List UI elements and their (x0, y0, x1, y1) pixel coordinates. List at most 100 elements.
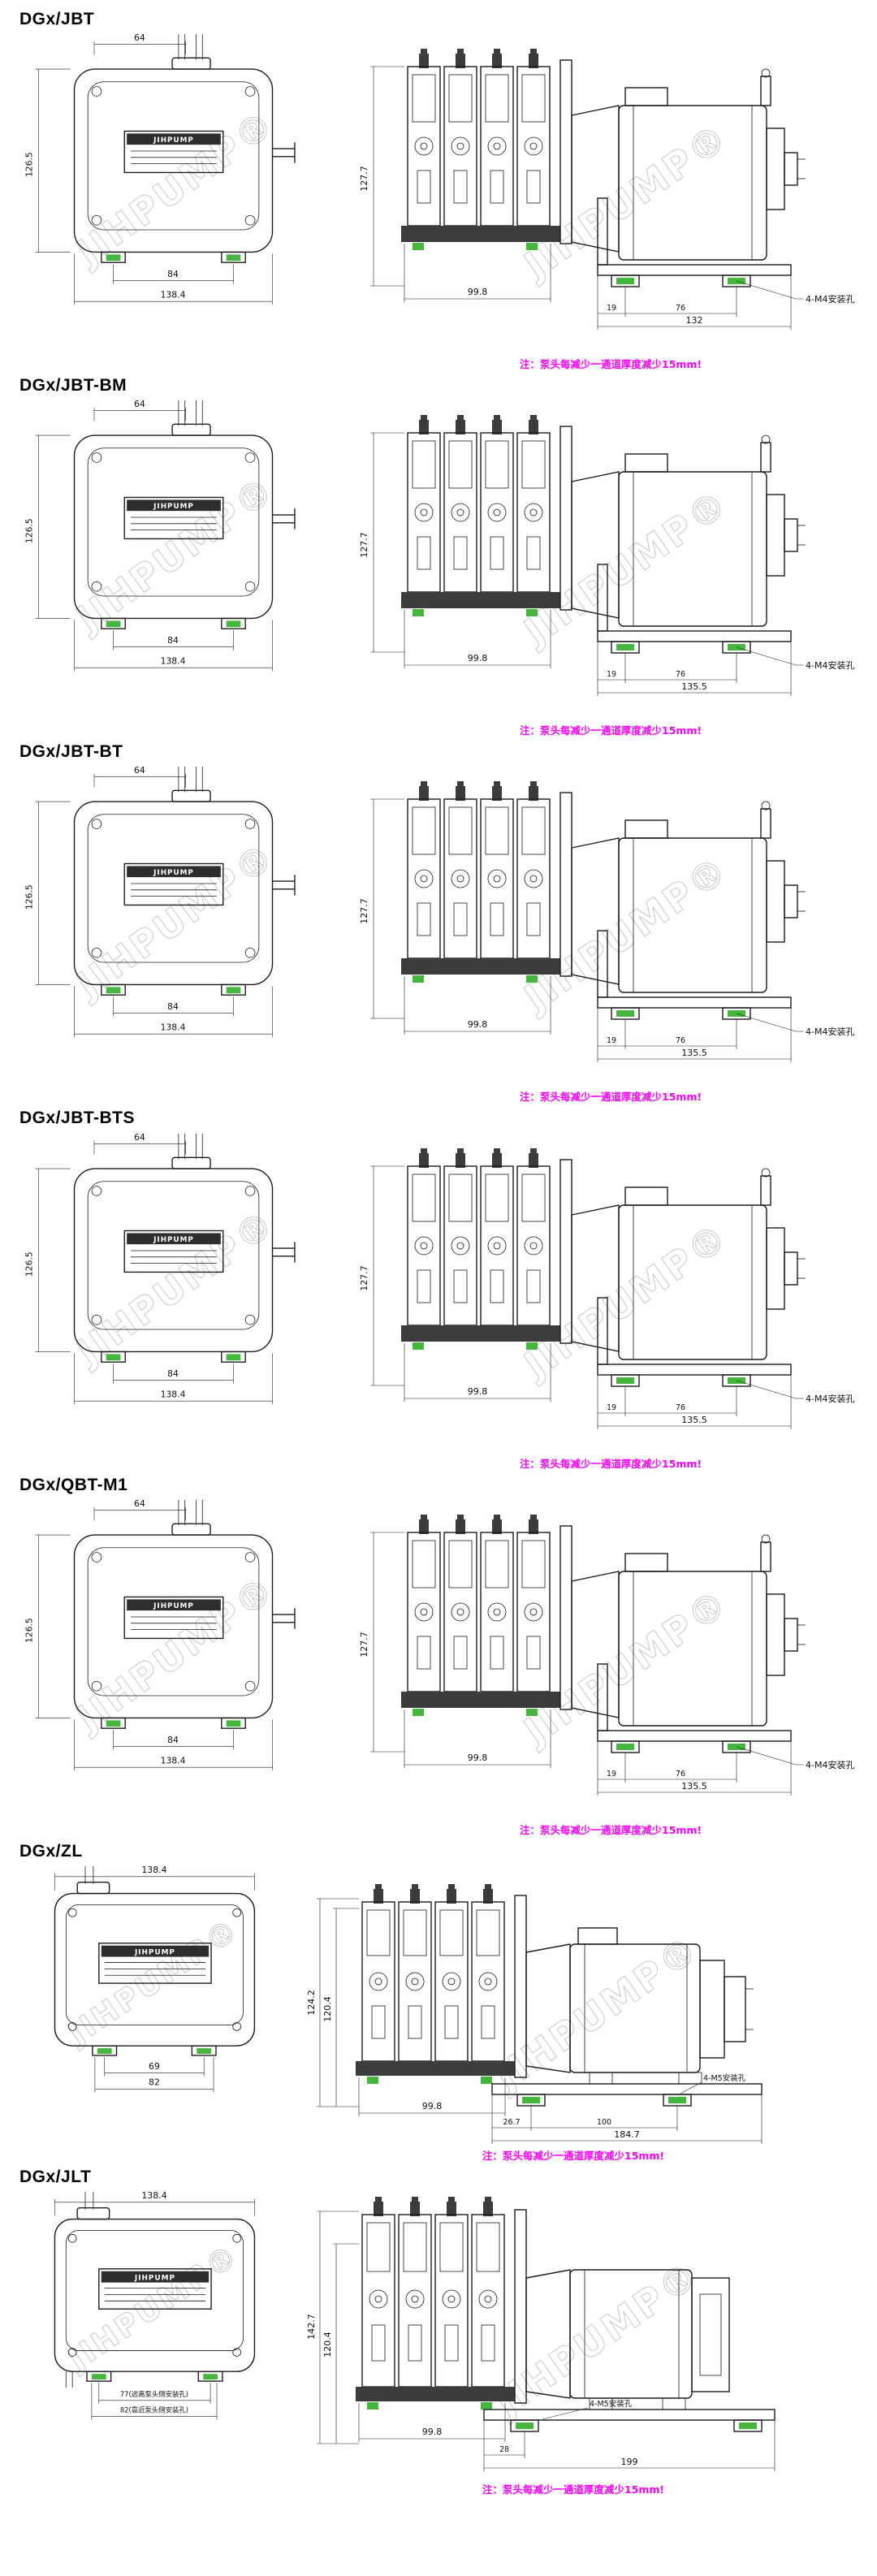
front-dimensions: 64 126.5 84 138.4 (24, 765, 273, 1038)
dim-head-width: 99.8 (422, 2101, 443, 2111)
channel-note: 注：泵头每减少一通道厚度减少15mm! (482, 2149, 665, 2162)
dim-left: 126.5 (24, 1251, 35, 1277)
motor-assembly (559, 792, 806, 994)
dim-overhang: 19 (607, 304, 616, 313)
dim-side-height-inner: 120.4 (322, 1996, 333, 2022)
channel-note: 注：泵头每减少一通道厚度减少15mm! (519, 1457, 702, 1470)
dim-side-height: 127.7 (359, 533, 369, 559)
base-plate (491, 2083, 763, 2107)
mounting-feet (101, 1351, 246, 1363)
dim-bottom-outer: 138.4 (161, 1022, 186, 1033)
label-plate: JIHPUMP (123, 1596, 224, 1639)
dim-left: 126.5 (24, 1618, 35, 1643)
channel-note: 注：泵头每减少一通道厚度减少15mm! (519, 1091, 702, 1104)
pump-head-cartridges (401, 781, 560, 983)
front-dimensions: 64 126.5 84 138.4 (24, 1498, 273, 1770)
pump-model-section: DGx/JBT JIHPUMP® JIHP (15, 10, 877, 371)
dim-head-width: 99.8 (468, 1753, 488, 1763)
dim-top: 64 (134, 32, 145, 43)
dim-feet-spacing: 76 (676, 1403, 685, 1412)
watermark-text: JIHPUMP® (67, 468, 283, 642)
pump-head-cartridges (401, 415, 560, 617)
motor-assembly (559, 1525, 806, 1727)
dim-head-width: 99.8 (468, 1386, 488, 1397)
motor-assembly (559, 426, 806, 627)
dim-base-total: 135.5 (681, 1415, 707, 1425)
dim-bottom-inner: 84 (167, 635, 179, 646)
mounting-feet (101, 251, 246, 264)
dim-head-width: 99.8 (468, 1019, 488, 1030)
section-title: DGx/JLT (19, 2167, 92, 2186)
front-dimensions: 64 126.5 84 138.4 (24, 1131, 273, 1404)
tubing-lines (84, 1865, 94, 1884)
side-view-drawing: JIHPUMP® 127.7 (359, 415, 854, 697)
dim-head-width: 99.8 (468, 653, 488, 663)
front-view-drawing: JIHPUMP® JIHPUMP (24, 1131, 296, 1404)
dim-left: 126.5 (24, 152, 35, 177)
pump-head-cartridges (401, 1148, 560, 1350)
pump-housing (73, 423, 296, 620)
tubing-lines (178, 400, 203, 426)
dim-base-total: 199 (621, 2457, 638, 2467)
dim-bottom-outer: 82 (149, 2077, 160, 2087)
front-dimensions: 138.4 69 82 (54, 1865, 255, 2093)
dim-overhang: 28 (499, 2445, 509, 2454)
dim-top: 64 (134, 399, 145, 409)
tubing-lines (65, 2191, 94, 2388)
mounting-feet (86, 2371, 223, 2382)
front-view-drawing: JIHPUMP® JIHPUMP (24, 765, 296, 1038)
dim-top: 138.4 (141, 1865, 166, 1875)
pump-head-cartridges (401, 49, 560, 251)
motor-assembly (514, 1895, 754, 2085)
dim-feet-spacing: 76 (676, 1036, 685, 1045)
side-dim-left: 127.7 (359, 66, 404, 287)
section-title: DGx/JBT (19, 10, 95, 28)
base-plate (483, 2409, 775, 2432)
dim-side-height-outer: 124.2 (306, 1990, 317, 2016)
dim-bottom-inner: 77(远离泵头侧安装孔) (120, 2390, 188, 2398)
dim-side-height: 127.7 (359, 1265, 369, 1291)
side-dimensions: 99.8 19 76 135.5 4-M4安装孔 (404, 610, 854, 697)
dim-bottom-inner: 84 (167, 1368, 179, 1378)
motor-assembly (559, 59, 806, 261)
pump-head-cartridges (356, 1883, 515, 2084)
side-dim-left: 142.7 120.4 (306, 2211, 359, 2444)
watermark-text: JIHPUMP® (60, 2237, 246, 2378)
dim-side-height: 127.7 (359, 899, 369, 925)
watermark-text: JIHPUMP® (67, 102, 283, 275)
side-view-drawing: JIHPUMP® 127.7 (359, 1148, 854, 1429)
motor-assembly (559, 1158, 806, 1360)
dim-feet-spacing: 76 (676, 1770, 685, 1779)
dim-head-width: 99.8 (468, 287, 488, 297)
corner-screws (91, 86, 256, 226)
mounting-feet (101, 984, 246, 996)
dim-top: 64 (134, 1498, 145, 1508)
dim-overhang: 19 (607, 1403, 616, 1412)
dim-feet-spacing: 100 (597, 2118, 611, 2127)
corner-screws (67, 2233, 242, 2357)
front-view-drawing: JIHPUMP® JIHPUMP (54, 1865, 256, 2093)
side-view-drawing: JIHPUMP® 124.2 120.4 (306, 1883, 763, 2144)
plate-logo: JIHPUMP (153, 1602, 194, 1610)
dim-side-height-inner: 120.4 (322, 2332, 333, 2358)
pump-housing (73, 57, 296, 253)
pump-housing (73, 1156, 296, 1352)
side-view-drawing: JIHPUMP® 127.7 (359, 1514, 854, 1796)
watermark-text: JIHPUMP® (485, 1926, 707, 2100)
dim-bottom-inner: 84 (167, 269, 179, 279)
plate-logo: JIHPUMP (153, 870, 194, 878)
side-dimensions: 99.8 19 76 135.5 4-M4安装孔 (404, 1342, 854, 1429)
tubing-lines (178, 767, 203, 793)
dim-top: 64 (134, 765, 145, 776)
side-dim-left: 127.7 (359, 432, 404, 653)
channel-note: 注：泵头每减少一通道厚度减少15mm! (519, 724, 702, 737)
channel-note: 注：泵头每减少一通道厚度减少15mm! (482, 2483, 665, 2496)
dim-bottom-inner: 84 (167, 1001, 179, 1012)
mounting-feet (101, 1717, 246, 1729)
dim-left: 126.5 (24, 885, 35, 910)
mount-hole-label: 4-M4安装孔 (806, 1759, 854, 1770)
section-title: DGx/ZL (19, 1841, 83, 1861)
mount-hole-label: 4-M5安装孔 (590, 2399, 633, 2409)
mount-hole-label: 4-M4安装孔 (806, 659, 854, 671)
pump-head-cartridges (356, 2196, 515, 2410)
